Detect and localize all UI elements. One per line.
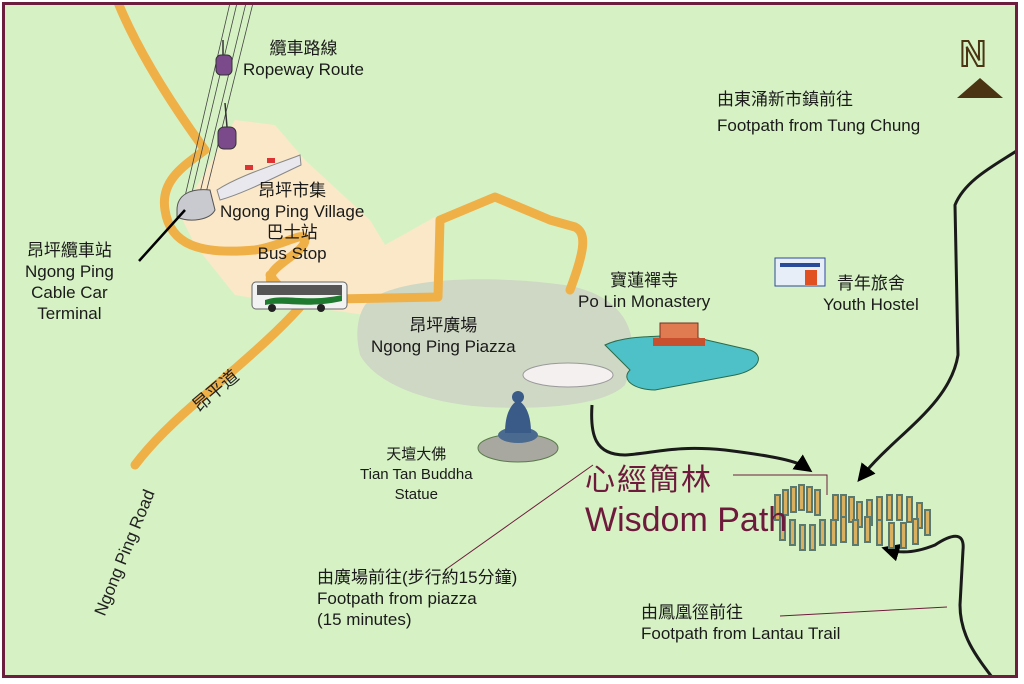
cable-car-terminal-icon [176, 189, 216, 221]
wisdom-path-label[interactable]: 心經簡林 Wisdom Path [585, 464, 788, 539]
footpath-from-tung-chung [857, 150, 1015, 483]
piazza-plaza-icon [522, 362, 614, 388]
north-letter: N [959, 32, 987, 75]
tung-chung-label: 由東涌新市鎮前往 Footpath from Tung Chung [717, 90, 921, 135]
footpath-from-piazza [590, 404, 813, 473]
village-label[interactable]: 昂坪市集 Ngong Ping Village 巴士站 Bus Stop [220, 181, 365, 263]
youth-hostel-label[interactable]: 青年旅舍 Youth Hostel [823, 274, 919, 314]
ropeway-route-label: 纜車路線 Ropeway Route [243, 39, 364, 79]
monastery-icon [604, 322, 759, 391]
lantau-trail-label: 由鳳凰徑前往 Footpath from Lantau Trail [641, 603, 841, 643]
road-to-piazza [330, 192, 588, 304]
road-network [114, 5, 588, 470]
buddha-label[interactable]: 天壇大佛 Tian Tan Buddha Statue [360, 446, 473, 503]
leader-lines [444, 464, 948, 617]
ropeway-cables [182, 5, 253, 206]
ngong-ping-road [130, 302, 305, 470]
terminal-leader-line [138, 209, 186, 262]
buddha-statue-icon [477, 391, 559, 463]
footpaths [590, 150, 1015, 675]
map-graphics [114, 5, 1015, 675]
cable-car-icon [215, 40, 233, 76]
wisdom-path-steles-icon [774, 484, 931, 551]
cable-car-terminal-label[interactable]: 昂坪纜車站 Ngong Ping Cable Car Terminal [25, 241, 114, 323]
youth-hostel-icon [774, 257, 826, 287]
village-buildings-icon [216, 154, 302, 201]
cable-car-icon [217, 102, 237, 150]
north-arrow-icon [957, 78, 1003, 98]
footpath-from-lantau-trail [881, 534, 993, 675]
bus-icon [251, 281, 348, 312]
from-piazza-label: 由廣場前往(步行約15分鐘) Footpath from piazza (15 … [317, 568, 518, 629]
piazza-label[interactable]: 昂坪廣場 Ngong Ping Piazza [371, 316, 516, 356]
monastery-label[interactable]: 寶蓮禪寺 Po Lin Monastery [578, 271, 711, 311]
